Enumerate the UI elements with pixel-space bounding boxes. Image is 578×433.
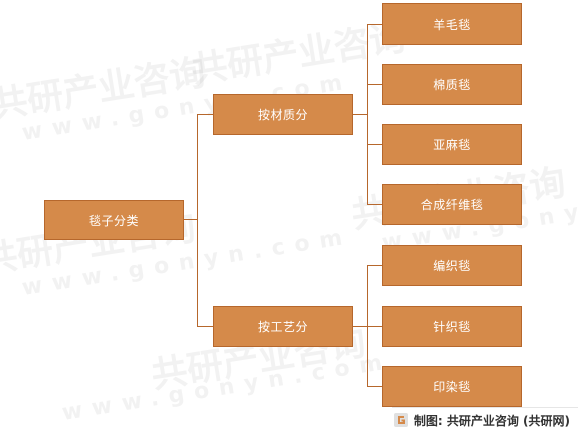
leaf-node: 针织毯: [382, 306, 522, 347]
watermark-brand: 共研产业咨询: [188, 17, 409, 92]
brand-logo-icon: [393, 413, 408, 427]
connector: [367, 386, 382, 387]
branch-node-craft: 按工艺分: [213, 306, 353, 347]
connector: [197, 114, 213, 115]
footer-text: 制图: 共研产业咨询 (共研网): [413, 413, 570, 428]
connector: [367, 84, 382, 85]
watermark-url: www.gonyn.com: [60, 349, 394, 426]
leaf-node: 羊毛毯: [382, 3, 522, 45]
connector: [197, 114, 198, 327]
connector: [367, 144, 382, 145]
leaf-node: 印染毯: [382, 366, 522, 407]
connector: [367, 265, 382, 266]
source-footer: 制图: 共研产业咨询 (共研网): [393, 411, 570, 429]
root-node: 毯子分类: [44, 200, 184, 240]
connector: [184, 219, 198, 220]
connector: [353, 114, 368, 115]
leaf-node: 棉质毯: [382, 64, 522, 105]
connector: [367, 24, 368, 205]
connector: [367, 24, 382, 25]
connector: [367, 204, 382, 205]
branch-node-material: 按材质分: [213, 94, 353, 135]
leaf-node: 编织毯: [382, 245, 522, 286]
connector: [197, 326, 213, 327]
footer-divider: [392, 407, 578, 408]
leaf-node: 合成纤维毯: [382, 184, 522, 225]
connector: [367, 326, 382, 327]
leaf-node: 亚麻毯: [382, 124, 522, 165]
connector: [353, 326, 368, 327]
watermark-brand: 共研产业咨询: [0, 52, 209, 127]
